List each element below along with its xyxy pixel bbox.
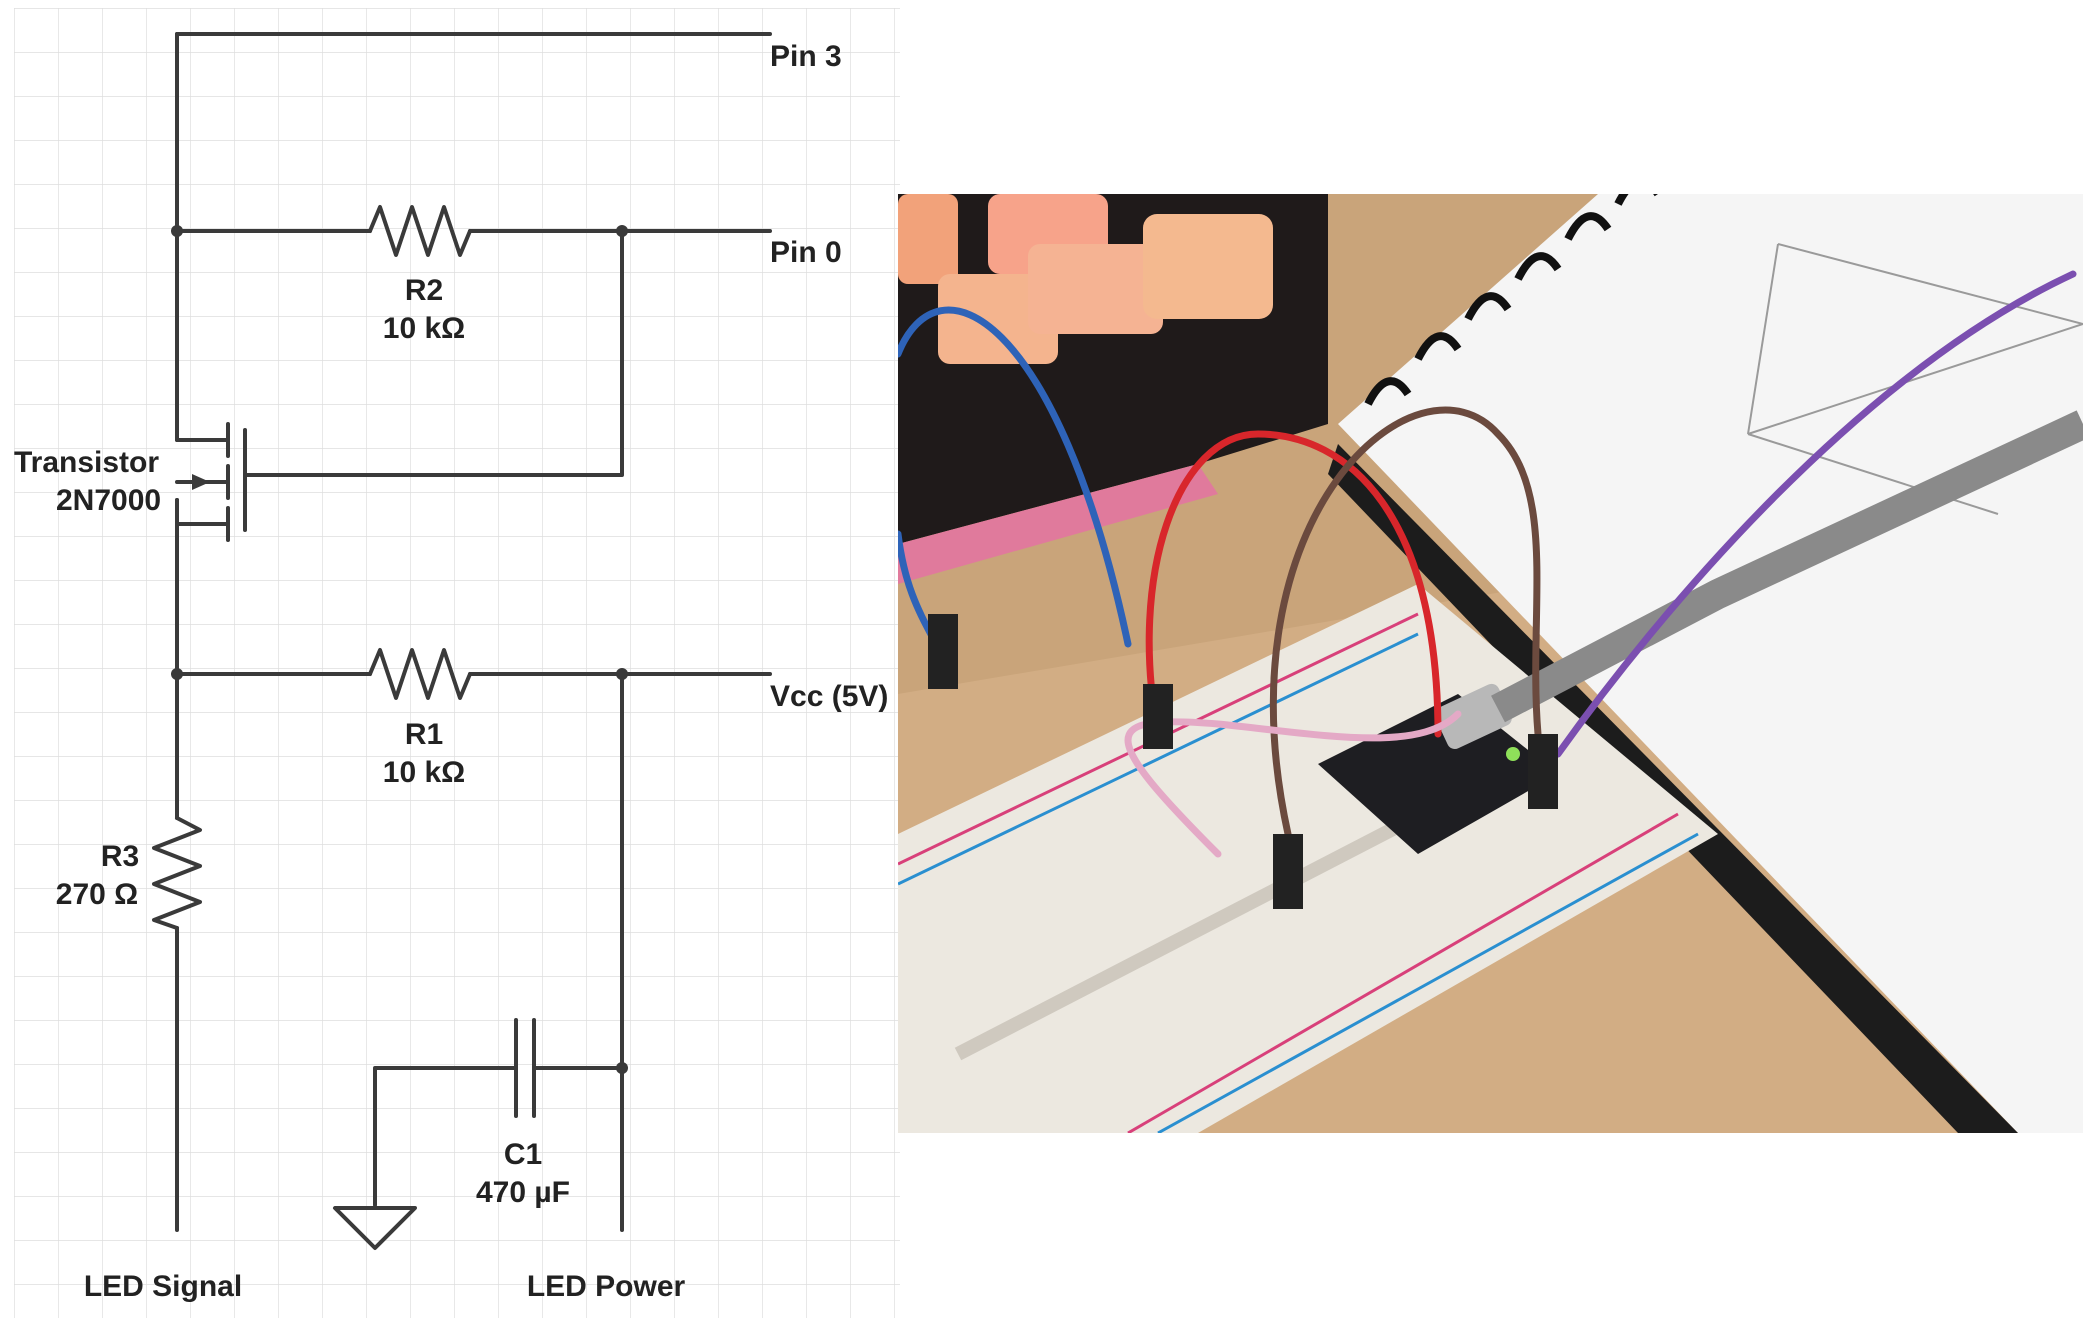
- spiral-coil: [1464, 292, 1512, 321]
- circuit-schematic: Pin 3 Pin 0 Vcc (5V) R2 10 kΩ R1 10 kΩ T…: [14, 8, 900, 1318]
- jumper-wire-purple: [1554, 270, 2077, 758]
- junction-dot: [616, 1062, 628, 1074]
- label-r3-name: R3: [101, 840, 139, 873]
- spiral-coil: [1514, 252, 1562, 281]
- resistor-r3: [152, 816, 202, 930]
- label-r2-value: 10 kΩ: [383, 312, 465, 345]
- junction-dot: [616, 668, 628, 680]
- usb-c-connector: [1434, 683, 1512, 750]
- jumper-wire-pink: [1124, 710, 1462, 858]
- jumper-connector: [928, 614, 958, 689]
- keycap: [1143, 214, 1273, 319]
- notebook: [1338, 194, 2083, 1133]
- label-r2-name: R2: [405, 274, 443, 307]
- jumper-connector: [1143, 684, 1173, 749]
- keyboard-pink-edge: [898, 464, 1218, 584]
- wire-cap-left: [373, 1066, 518, 1207]
- junction-dot: [616, 225, 628, 237]
- spiral-coil: [1564, 212, 1612, 241]
- ground-symbol: [333, 1206, 417, 1250]
- jumper-wire-brown: [1269, 406, 1542, 838]
- microcontroller: [1318, 694, 1558, 854]
- keycap: [898, 194, 958, 284]
- label-vcc: Vcc (5V): [770, 680, 888, 713]
- grid-background: [14, 8, 900, 1318]
- label-r3-value: 270 Ω: [56, 878, 138, 911]
- label-led-power: LED Power: [527, 1270, 686, 1303]
- keycap: [1028, 244, 1163, 334]
- breadboard: [898, 584, 1718, 1133]
- label-pin3: Pin 3: [770, 40, 842, 73]
- usb-cable: [1491, 410, 2083, 723]
- jumper-wire-red: [1145, 430, 1442, 738]
- status-led: [1506, 747, 1520, 761]
- label-pin0: Pin 0: [770, 236, 842, 269]
- sketch-line: [1747, 323, 2083, 435]
- breadboard-photo: [898, 194, 2083, 1133]
- resistor-r2: [368, 205, 472, 257]
- spiral-coil: [1364, 377, 1412, 406]
- jumper-wire-blue: [898, 306, 1132, 648]
- breadboard-rail-blue: [898, 632, 1419, 886]
- label-transistor-name: Transistor: [14, 446, 159, 479]
- jumper-connector: [1528, 734, 1558, 809]
- label-transistor-part: 2N7000: [56, 484, 161, 517]
- spiral-coil: [1414, 332, 1462, 361]
- breadboard-rail-blue-2: [1157, 832, 1699, 1133]
- breadboard-rail-red-2: [1127, 812, 1679, 1133]
- junction-dot: [171, 225, 183, 237]
- spiral-coil: [1614, 194, 1658, 206]
- sketch-line: [1747, 243, 1779, 435]
- transistor-arrow: [192, 474, 210, 490]
- label-r1-value: 10 kΩ: [383, 756, 465, 789]
- sketch-line: [1777, 243, 2083, 325]
- resistor-r1: [368, 648, 472, 700]
- jumper-connector: [1273, 834, 1303, 909]
- label-c1-name: C1: [504, 1138, 542, 1171]
- label-led-signal: LED Signal: [84, 1270, 242, 1303]
- sketch-line: [1747, 433, 1999, 515]
- notebook-cover: [1328, 444, 2018, 1133]
- label-r1-name: R1: [405, 718, 443, 751]
- label-c1-value: 470 µF: [476, 1176, 570, 1209]
- junction-dot: [171, 668, 183, 680]
- wire-gate: [243, 229, 624, 477]
